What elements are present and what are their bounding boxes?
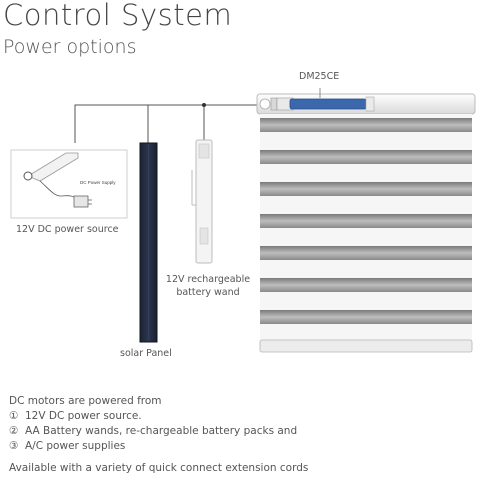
- blind-fabric: [259, 114, 473, 353]
- motor-label: DM25CE: [299, 71, 340, 82]
- list-item: ① 12V DC power source.: [9, 409, 308, 424]
- item-number: ①: [9, 410, 19, 422]
- list-item: ② AA Battery wands, re-chargeable battery…: [9, 424, 308, 439]
- battery-wand-label-line1: 12V rechargeable: [165, 274, 251, 285]
- power-notes: DC motors are powered from ① 12V DC power…: [9, 394, 308, 476]
- wire-junction: [202, 103, 206, 107]
- motor-headrail: [256, 88, 476, 115]
- page-title: Control System: [3, 0, 233, 32]
- blind-slat: [260, 118, 472, 132]
- blind-slat: [260, 278, 472, 292]
- blind-slat: [260, 310, 472, 324]
- blind-slat: [260, 150, 472, 164]
- item-text: A/C power supplies: [25, 440, 126, 452]
- dc-power-source-inset: [10, 149, 128, 219]
- dc-power-source-label: 12V DC power source: [16, 224, 119, 235]
- item-number: ②: [9, 425, 19, 437]
- solar-panel: [139, 142, 158, 343]
- item-text: 12V DC power source.: [25, 410, 142, 422]
- item-text: AA Battery wands, re-chargeable battery …: [25, 425, 298, 437]
- bottom-rail: [259, 339, 473, 353]
- dc-inset-label: DC Power Supply: [80, 180, 116, 185]
- battery-wand: [191, 139, 213, 264]
- blind-slat: [260, 214, 472, 228]
- availability-note: Available with a variety of quick connec…: [9, 462, 309, 474]
- solar-panel-label: solar Panel: [120, 348, 172, 359]
- battery-wand-label-line2: battery wand: [176, 287, 240, 298]
- battery-wand-label: 12V rechargeable battery wand: [163, 273, 253, 299]
- notes-intro: DC motors are powered from: [9, 395, 162, 407]
- blind-slat: [260, 182, 472, 196]
- page-subtitle: Power options: [3, 36, 137, 58]
- list-item: ③ A/C power supplies: [9, 439, 308, 454]
- wiring-lines: [74, 104, 258, 143]
- blind-slat: [260, 246, 472, 260]
- item-number: ③: [9, 440, 19, 452]
